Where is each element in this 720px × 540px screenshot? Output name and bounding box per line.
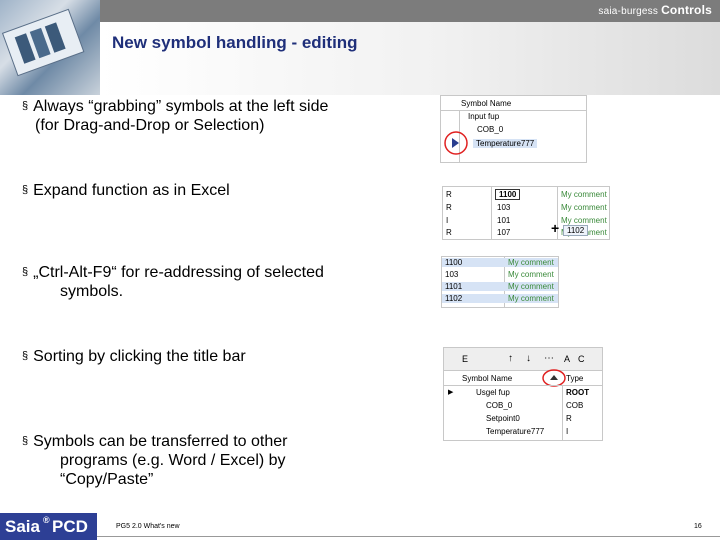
- fill-tooltip: 1102: [563, 225, 589, 236]
- tree-item[interactable]: COB_0: [486, 401, 513, 410]
- page-title: New symbol handling - editing: [112, 33, 358, 52]
- bullet-line: (for Drag-and-Drop or Selection): [35, 117, 265, 134]
- cell-type: I: [446, 216, 449, 225]
- fill-handle-cross-icon[interactable]: +: [551, 220, 560, 236]
- bullet-marker: §: [22, 350, 29, 362]
- footer-divider: [97, 536, 720, 537]
- footer-text: PG5 2.0 What's new: [116, 523, 180, 530]
- tree-item[interactable]: Setpoint0: [486, 414, 520, 423]
- cell-comment: My comment: [561, 216, 607, 225]
- bullet-marker: §: [22, 266, 29, 278]
- cell-type: R: [566, 414, 572, 423]
- cell-address[interactable]: 103: [445, 270, 459, 279]
- column-header-symbol-name[interactable]: Symbol Name: [462, 374, 513, 383]
- cell-comment: My comment: [505, 258, 558, 267]
- cell-type: ROOT: [566, 388, 590, 397]
- page-number: 16: [694, 523, 702, 530]
- thumb-grabbing: Symbol Name Input fup COB_0 Temperature7…: [440, 95, 587, 163]
- tree-item-cob[interactable]: COB_0: [477, 125, 504, 134]
- thumb-sorting: E ↑ ↓ ⋯ A C Symbol Name Type ▶ Usgel fup…: [443, 347, 603, 441]
- bullet-line: “Copy/Paste”: [60, 471, 154, 488]
- more-icon[interactable]: ⋯: [544, 353, 554, 364]
- bullet-sorting: § Sorting by clicking the title bar: [22, 347, 246, 366]
- column-header-symbol-name: Symbol Name: [461, 99, 512, 108]
- toolbar-button[interactable]: C: [578, 354, 585, 364]
- tree-item[interactable]: Temperature777: [486, 427, 545, 436]
- logo-right: PCD: [52, 517, 88, 536]
- bullet-copy-paste: § Symbols can be transferred to other pro…: [22, 432, 287, 489]
- move-up-icon[interactable]: ↑: [508, 353, 513, 364]
- toolbar-button[interactable]: E: [462, 354, 469, 364]
- thumb-readdress: 1100 My comment 103 My comment 1101 My c…: [441, 256, 559, 308]
- tree-item[interactable]: Usgel fup: [476, 388, 510, 397]
- cell-comment: My comment: [505, 282, 558, 291]
- brand-bold: Controls: [661, 3, 712, 17]
- cell-type: R: [446, 228, 452, 237]
- bullet-expand: § Expand function as in Excel: [22, 181, 230, 200]
- bullet-line: programs (e.g. Word / Excel) by: [60, 452, 286, 469]
- cell-comment: My comment: [561, 203, 607, 212]
- cell-type: I: [566, 427, 569, 436]
- cell-address[interactable]: 107: [497, 228, 511, 237]
- bullet-marker: §: [22, 435, 29, 447]
- cell-address[interactable]: 101: [497, 216, 511, 225]
- thumb-expand: R 1100 My comment R 103 My comment I 101…: [442, 186, 610, 240]
- header-product-image: [0, 0, 100, 95]
- saia-pcd-logo: Saia ® PCD: [0, 513, 97, 540]
- tree-item-input-fup[interactable]: Input fup: [468, 112, 500, 121]
- bullet-line: Sorting by clicking the title bar: [33, 348, 246, 365]
- cell-address[interactable]: 103: [497, 203, 511, 212]
- cell-comment: My comment: [508, 270, 554, 279]
- brand-light: saia-burgess: [598, 6, 659, 17]
- logo-registered-mark: ®: [43, 515, 50, 525]
- cell-type: R: [446, 190, 452, 199]
- move-down-icon[interactable]: ↓: [526, 353, 531, 364]
- title-band: [100, 22, 720, 95]
- selection-handle-highlight-icon: [444, 131, 468, 155]
- cell-address[interactable]: 1101: [442, 282, 507, 291]
- tree-item-temperature[interactable]: Temperature777: [473, 139, 538, 148]
- toolbar-button[interactable]: A: [564, 354, 571, 364]
- cell-address[interactable]: 1102: [442, 294, 507, 303]
- bullet-line: symbols.: [60, 283, 124, 300]
- cell-type: COB: [566, 401, 584, 410]
- bullet-marker: §: [22, 184, 29, 196]
- logo-left: Saia: [5, 517, 40, 536]
- cell-address[interactable]: 1100: [442, 258, 507, 267]
- cell-comment: My comment: [561, 190, 607, 199]
- bullet-grabbing: § Always “grabbing” symbols at the left s…: [22, 97, 328, 135]
- bullet-line: Expand function as in Excel: [33, 182, 230, 199]
- bullet-line: Symbols can be transferred to other: [33, 433, 288, 450]
- controller-illustration-icon: [1, 8, 85, 77]
- toolbar: [444, 348, 602, 371]
- bullet-readdressing: § „Ctrl-Alt-F9“ for re-addressing of sele…: [22, 263, 324, 301]
- cell-address-selected[interactable]: 1100: [495, 189, 521, 200]
- sort-indicator-highlight-icon[interactable]: [542, 368, 566, 388]
- bullet-line: Always “grabbing” symbols at the left si…: [33, 98, 329, 115]
- row-expand-icon[interactable]: ▶: [448, 389, 454, 396]
- column-header-type[interactable]: Type: [566, 374, 584, 383]
- cell-comment: My comment: [505, 294, 558, 303]
- bullet-marker: §: [22, 100, 29, 112]
- cell-type: R: [446, 203, 452, 212]
- bullet-line: „Ctrl-Alt-F9“ for re-addressing of selec…: [33, 264, 324, 281]
